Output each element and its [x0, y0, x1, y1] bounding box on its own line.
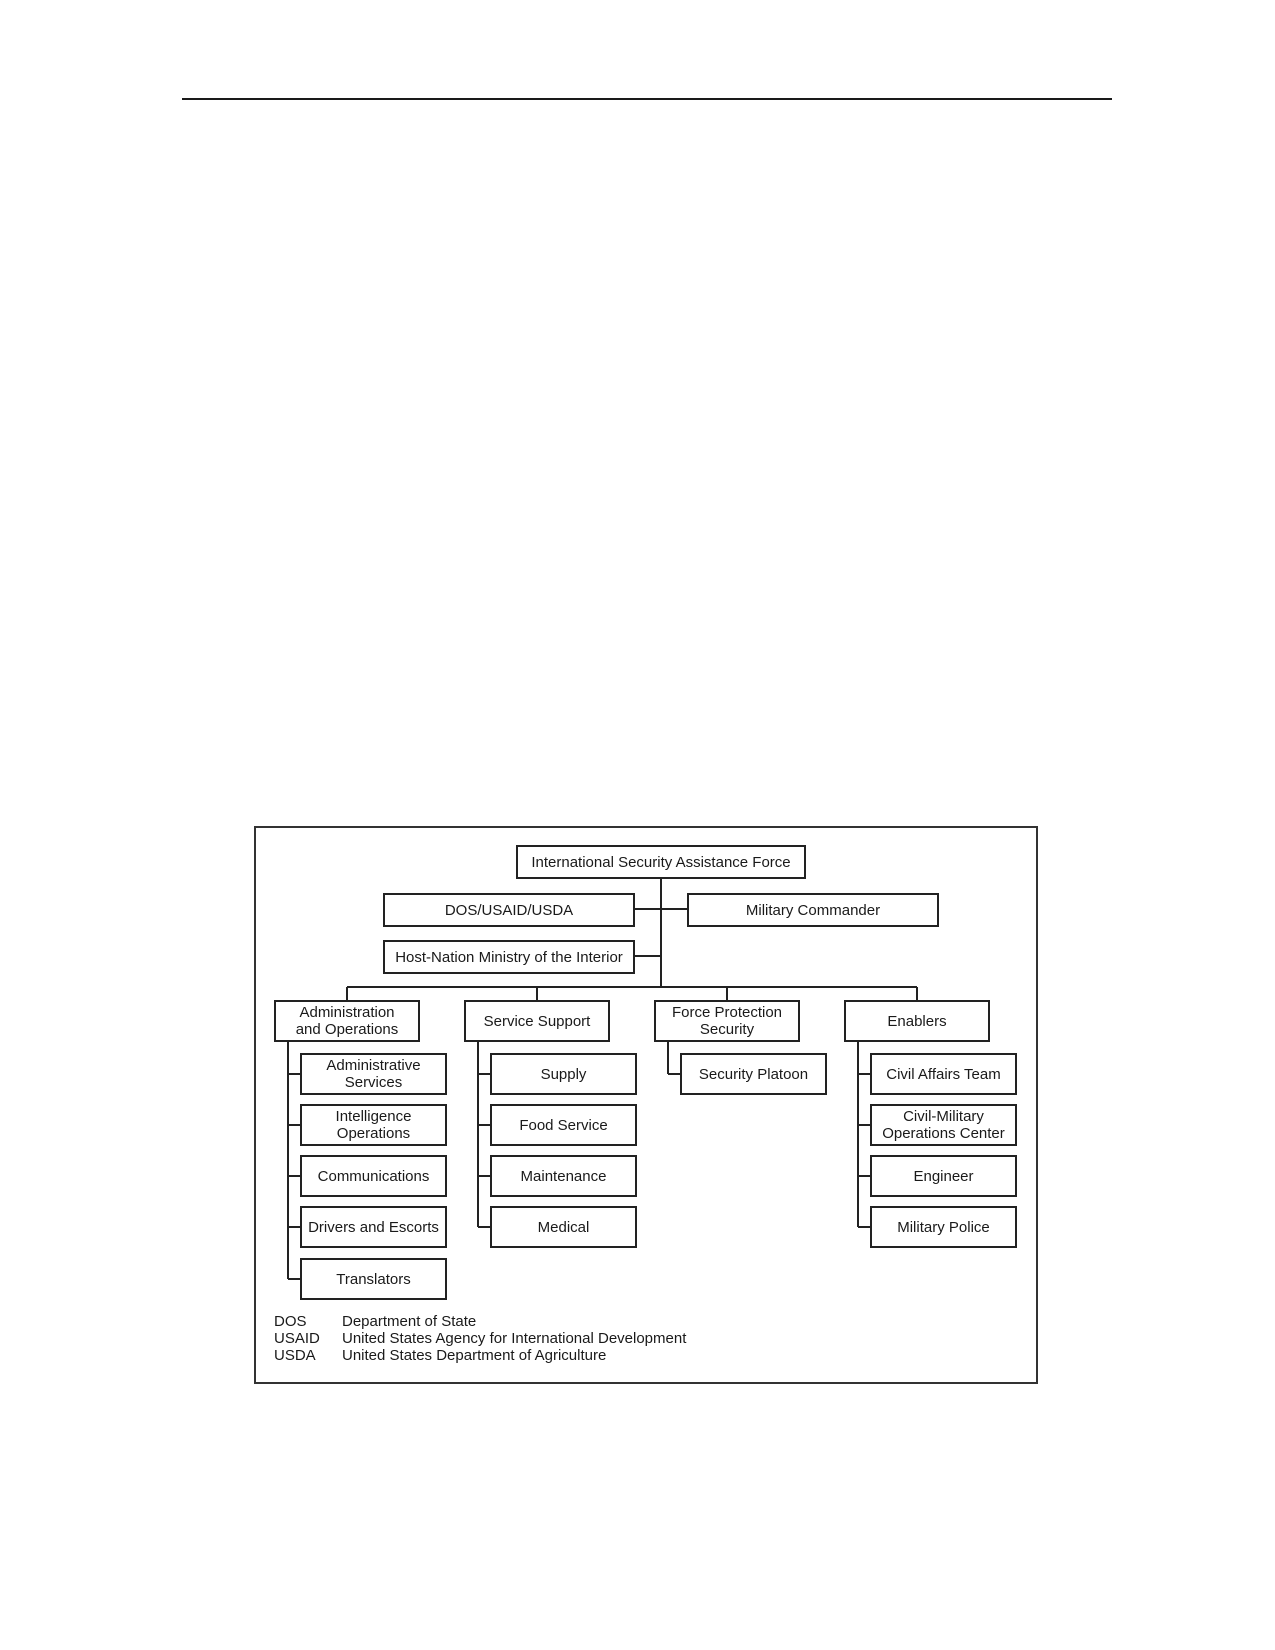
box-civil-military-operations-center: Civil-Military Operations Center: [870, 1104, 1017, 1146]
box-host-nation-label: Host-Nation Ministry of the Interior: [395, 948, 623, 966]
child-label: Administrative Services: [326, 1057, 421, 1091]
box-isaf: International Security Assistance Force: [516, 845, 806, 879]
box-branch-service-support: Service Support: [464, 1000, 610, 1042]
child-label: Medical: [537, 1218, 590, 1236]
abbreviation-legend: DOS Department of State USAID United Sta…: [274, 1313, 686, 1364]
branch-label: Service Support: [483, 1012, 591, 1030]
box-dos-label: DOS/USAID/USDA: [444, 901, 574, 919]
box-medical: Medical: [490, 1206, 637, 1248]
branch-label: Administration and Operations: [295, 1004, 399, 1038]
box-administrative-services: Administrative Services: [300, 1053, 447, 1095]
child-label: Food Service: [519, 1116, 608, 1134]
box-food-service: Food Service: [490, 1104, 637, 1146]
box-host-nation: Host-Nation Ministry of the Interior: [383, 940, 635, 974]
box-communications: Communications: [300, 1155, 447, 1197]
box-engineer: Engineer: [870, 1155, 1017, 1197]
legend-text: United States Agency for International D…: [342, 1330, 687, 1347]
child-label: Civil Affairs Team: [886, 1065, 1001, 1083]
header-rule: [182, 98, 1112, 100]
branch-label: Force Protection Security: [671, 1004, 783, 1038]
legend-text: United States Department of Agriculture: [342, 1347, 607, 1364]
box-isaf-label: International Security Assistance Force: [531, 853, 791, 871]
legend-abbr: DOS: [274, 1313, 307, 1330]
box-civil-affairs-team: Civil Affairs Team: [870, 1053, 1017, 1095]
child-label: Military Police: [897, 1218, 990, 1236]
box-translators: Translators: [300, 1258, 447, 1300]
child-label: Communications: [317, 1167, 430, 1185]
child-label: Drivers and Escorts: [308, 1218, 439, 1236]
child-label: Translators: [336, 1270, 411, 1288]
child-label: Security Platoon: [698, 1065, 809, 1083]
box-dos-usaid-usda: DOS/USAID/USDA: [383, 893, 635, 927]
child-label: Intelligence Operations: [335, 1108, 412, 1142]
child-label: Engineer: [913, 1167, 974, 1185]
legend-row: USDA United States Department of Agricul…: [274, 1347, 686, 1364]
child-label: Supply: [540, 1065, 587, 1083]
box-military-commander-label: Military Commander: [745, 901, 881, 919]
legend-row: USAID United States Agency for Internati…: [274, 1330, 686, 1347]
box-security-platoon: Security Platoon: [680, 1053, 827, 1095]
legend-abbr: USDA: [274, 1347, 316, 1364]
box-supply: Supply: [490, 1053, 637, 1095]
legend-row: DOS Department of State: [274, 1313, 686, 1330]
branch-label: Enablers: [887, 1012, 947, 1030]
legend-text: Department of State: [342, 1313, 477, 1330]
legend-abbr: USAID: [274, 1330, 320, 1347]
box-drivers-and-escorts: Drivers and Escorts: [300, 1206, 447, 1248]
box-intelligence-operations: Intelligence Operations: [300, 1104, 447, 1146]
box-branch-enablers: Enablers: [844, 1000, 990, 1042]
box-maintenance: Maintenance: [490, 1155, 637, 1197]
child-label: Civil-Military Operations Center: [882, 1108, 1005, 1142]
box-military-commander: Military Commander: [687, 893, 939, 927]
box-branch-admin-ops: Administration and Operations: [274, 1000, 420, 1042]
child-label: Maintenance: [520, 1167, 607, 1185]
box-military-police: Military Police: [870, 1206, 1017, 1248]
box-branch-force-protection: Force Protection Security: [654, 1000, 800, 1042]
